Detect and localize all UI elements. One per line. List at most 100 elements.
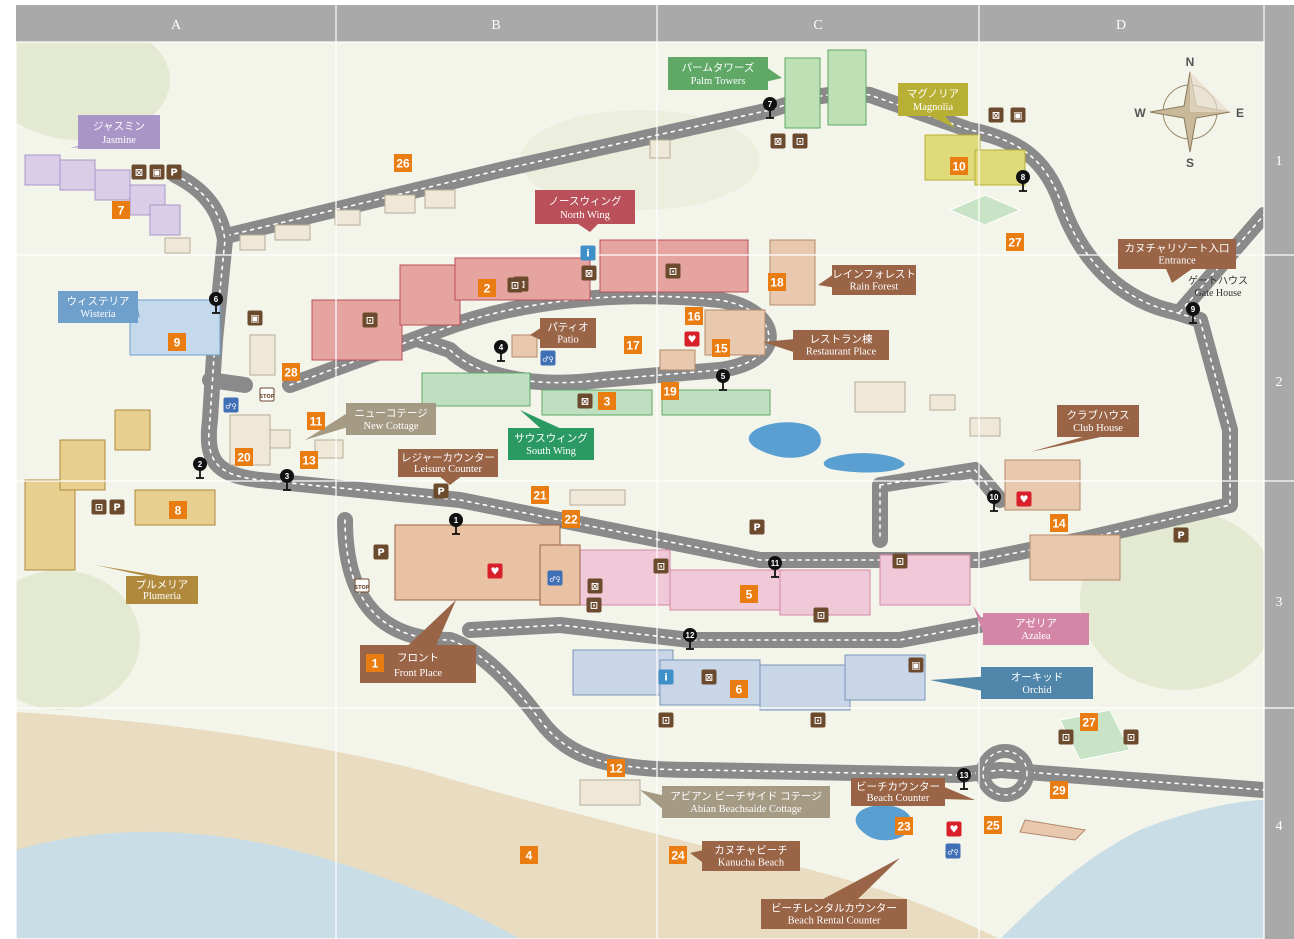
vending-icon: ⊡ bbox=[810, 712, 826, 728]
parking-glyph: P bbox=[113, 503, 120, 514]
laundry-glyph: ⊠ bbox=[705, 673, 713, 684]
place-name-ja: ビーチカウンター bbox=[856, 781, 940, 793]
bus-stop-marker: 8 bbox=[1016, 170, 1030, 192]
place-name-en: Azalea bbox=[1021, 631, 1050, 642]
label-box bbox=[981, 667, 1093, 699]
place-name-ja: パームタワーズ bbox=[682, 61, 755, 74]
label-box bbox=[540, 318, 596, 348]
badge-number: 27 bbox=[1008, 236, 1022, 250]
restroom-icon: ♂♀ bbox=[540, 350, 556, 366]
badge-bg bbox=[168, 333, 186, 351]
place-name-en: Front Place bbox=[394, 668, 442, 679]
label-pointer bbox=[943, 786, 975, 800]
label-pointer bbox=[763, 339, 795, 353]
vending-icon: ⊡ bbox=[653, 558, 669, 574]
place-name-en: Restaurant Place bbox=[806, 347, 877, 358]
vending-icon: ⊡ bbox=[1123, 729, 1139, 745]
laundry-glyph: ⊠ bbox=[774, 137, 782, 148]
badge-bg bbox=[607, 759, 625, 777]
badge-bg bbox=[661, 382, 679, 400]
badge-bg bbox=[531, 486, 549, 504]
grid-row-2: 2 bbox=[1276, 375, 1283, 390]
number-badge: 16 bbox=[685, 307, 703, 325]
parking-glyph: P bbox=[437, 487, 444, 498]
badge-number: 11 bbox=[310, 415, 323, 429]
locker-glyph: ▣ bbox=[152, 168, 161, 179]
info-glyph: i bbox=[664, 673, 667, 684]
bus-stop-marker: 10 bbox=[987, 490, 1001, 512]
number-badge: 29 bbox=[1050, 781, 1068, 799]
locker-icon: ▣ bbox=[149, 164, 165, 180]
place-name-en: North Wing bbox=[560, 210, 611, 221]
vending-icon: ⊡ bbox=[362, 312, 378, 328]
label-pointer bbox=[926, 114, 955, 128]
laundry-icon: ⊠ bbox=[770, 133, 786, 149]
vending-icon: ⊡ bbox=[658, 712, 674, 728]
bus-stop-marker: 4 bbox=[494, 340, 508, 362]
label-pointer bbox=[640, 790, 664, 810]
label-pointer bbox=[520, 410, 564, 430]
vending-icon: ⊡ bbox=[892, 553, 908, 569]
bus-icon: STOP bbox=[354, 578, 370, 593]
bus-stop-marker: 1 bbox=[449, 513, 463, 535]
badge-bg bbox=[740, 585, 758, 603]
place-name-en: Magnolia bbox=[913, 102, 954, 113]
place-name-ja: オーキッド bbox=[1011, 671, 1064, 683]
info-icon: i bbox=[580, 245, 596, 261]
badge-number: 23 bbox=[897, 820, 911, 834]
bus-stop-marker: 6 bbox=[209, 292, 223, 314]
place-name-ja: カヌチャリゾート入口 bbox=[1125, 243, 1230, 255]
laundry-icon: ⊠ bbox=[131, 164, 147, 180]
vending-glyph: ⊡ bbox=[590, 601, 598, 612]
vending-glyph: ⊡ bbox=[511, 281, 519, 292]
badge-bg bbox=[307, 412, 325, 430]
place-name-en: Entrance bbox=[1158, 256, 1196, 267]
parking-icon: P bbox=[109, 499, 125, 515]
grid-row-1: 1 bbox=[1276, 154, 1283, 169]
locker-glyph: ▣ bbox=[911, 661, 920, 672]
label-pointer bbox=[930, 676, 983, 691]
badge-number: 22 bbox=[564, 513, 578, 527]
label-pointer bbox=[95, 565, 173, 578]
aed-glyph: ♥ bbox=[950, 825, 959, 836]
number-badge: 6 bbox=[730, 680, 748, 698]
info-icon: i bbox=[658, 669, 674, 685]
parking-icon: P bbox=[749, 519, 765, 535]
badge-bg bbox=[235, 448, 253, 466]
restroom-glyph: ♂♀ bbox=[549, 576, 560, 584]
number-badge: 14 bbox=[1050, 514, 1068, 532]
badge-number: 27 bbox=[1082, 716, 1096, 730]
place-name-en: Jasmine bbox=[102, 135, 136, 146]
label-box bbox=[668, 57, 768, 90]
parking-glyph: P bbox=[170, 168, 177, 179]
laundry-glyph: ⊠ bbox=[581, 397, 589, 408]
restroom-glyph: ♂♀ bbox=[225, 403, 236, 411]
badge-number: 21 bbox=[533, 489, 547, 503]
compass-east: E bbox=[1236, 106, 1244, 120]
info-glyph: i bbox=[586, 249, 589, 260]
badge-number: 28 bbox=[284, 366, 298, 380]
grid-col-d: D bbox=[1116, 18, 1126, 33]
label-box bbox=[898, 83, 968, 116]
restroom-glyph: ♂♀ bbox=[947, 849, 958, 857]
label-pointer bbox=[530, 327, 542, 341]
vending-glyph: ⊡ bbox=[657, 562, 665, 573]
gate-house-label-ja: ゲートハウス bbox=[1188, 275, 1248, 287]
badge-number: 20 bbox=[237, 451, 251, 465]
place-name-ja: カヌチャビーチ bbox=[714, 845, 787, 857]
place-name-ja: パティオ bbox=[547, 322, 588, 334]
label-box bbox=[761, 899, 907, 929]
place-name-en: Leisure Counter bbox=[414, 464, 482, 475]
label-pointer bbox=[818, 274, 834, 288]
bus-glyph: STOP bbox=[355, 585, 370, 591]
